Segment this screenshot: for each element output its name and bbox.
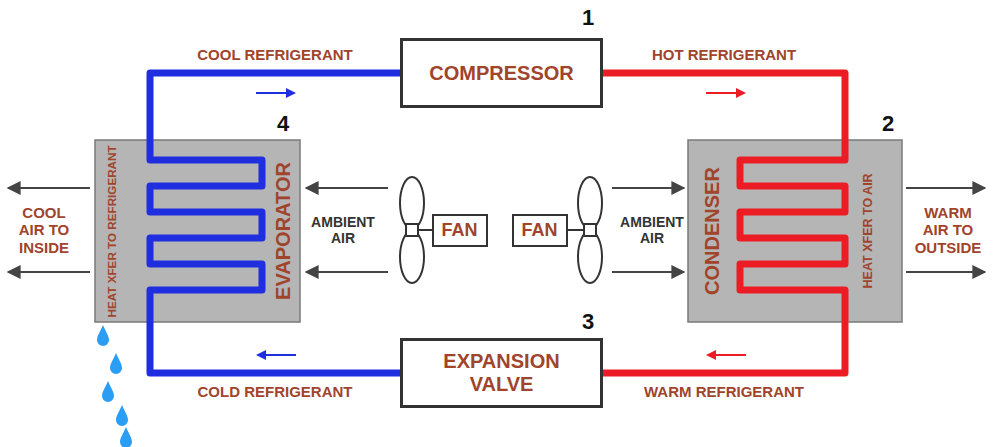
fan-propeller (567, 177, 602, 283)
air-note: AMBIENT AIR (618, 214, 686, 246)
component-name: EVAPORATOR (272, 162, 294, 300)
component-name: COMPRESSOR (429, 62, 573, 85)
fan-box: FAN (512, 214, 568, 247)
condenser-coil (740, 140, 845, 322)
callout-number: 1 (582, 5, 594, 30)
evaporator-coil (150, 140, 262, 322)
component-name: FAN (522, 220, 558, 241)
condenser-panel (688, 140, 902, 322)
component-name: FAN (442, 220, 478, 241)
flow-direction-arrows (256, 88, 746, 360)
component-name: CONDENSER (701, 167, 723, 295)
heat-transfer-note: HEAT XFER TO AIR (861, 173, 875, 288)
callout-number: 4 (277, 111, 289, 136)
expansion-valve-box: EXPANSION VALVE (400, 338, 603, 408)
refrigerant-pipe (603, 322, 845, 373)
pipe-label: COLD REFRIGERANT (195, 383, 356, 400)
evaporator-panel (95, 140, 300, 322)
condenser-box: CONDENSER HEAT XFER TO AIR (688, 140, 902, 322)
pipe-label: HOT REFRIGERANT (649, 46, 799, 63)
condensate-drops (97, 325, 132, 447)
fan-propeller (400, 177, 432, 283)
refrigerant-pipe (150, 73, 400, 140)
heat-transfer-note: HEAT XFER TO REFRIGERANT (106, 145, 119, 317)
evaporator-box: HEAT XFER TO REFRIGERANT EVAPORATOR (95, 140, 300, 322)
air-note: COOL AIR TO INSIDE (8, 204, 80, 256)
refrigerant-pipe (603, 73, 845, 140)
air-note: AMBIENT AIR (307, 214, 379, 246)
fan-box: FAN (432, 214, 488, 247)
pipe-label: WARM REFRIGERANT (641, 383, 807, 400)
refrigerant-pipe (150, 322, 400, 373)
pipe-label: COOL REFRIGERANT (194, 46, 356, 63)
component-name: EXPANSION VALVE (437, 350, 567, 396)
callout-number: 3 (582, 309, 594, 334)
air-arrows (8, 188, 985, 272)
callout-number: 2 (882, 111, 894, 136)
compressor-box: COMPRESSOR (400, 38, 603, 108)
air-note: WARM AIR TO OUTSIDE (911, 204, 985, 256)
